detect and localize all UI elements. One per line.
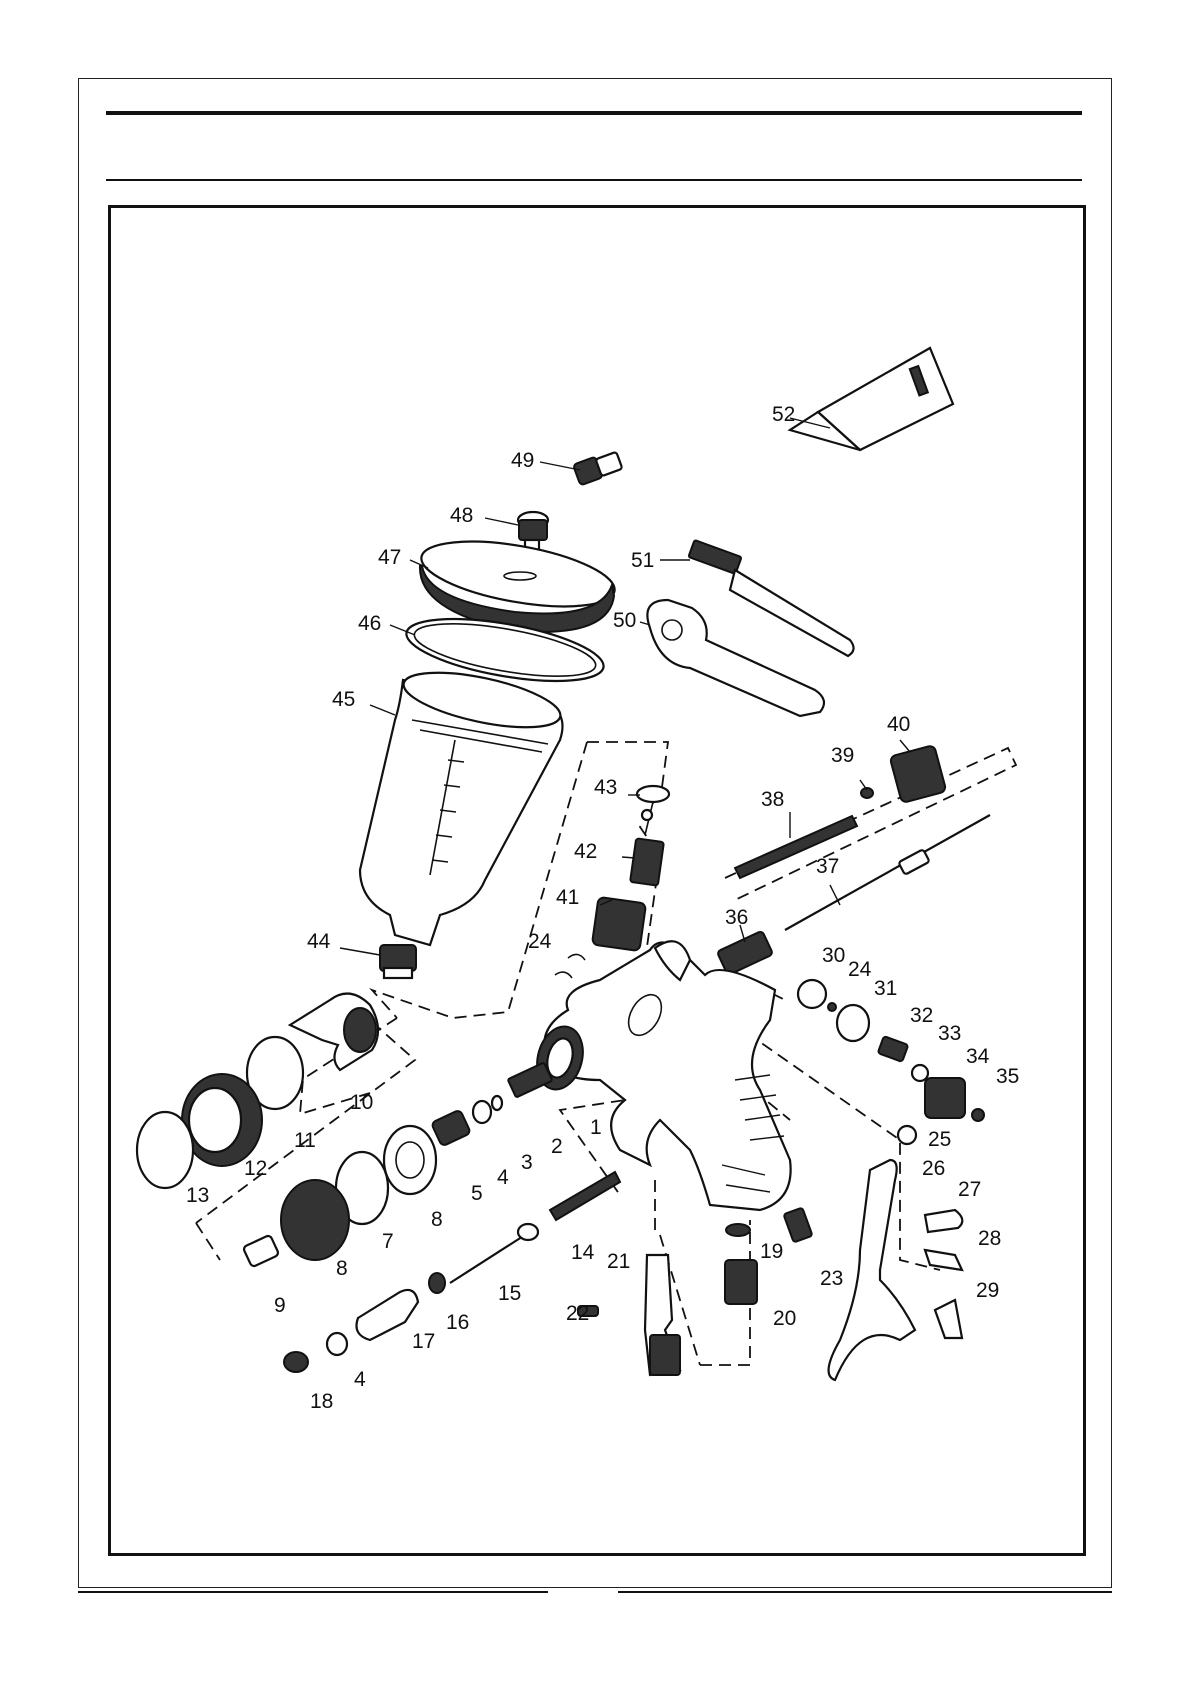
part-label-10: 10 [350,1091,373,1114]
retaining-clips-part-24 [555,954,585,978]
part-label-22: 22 [566,1302,589,1325]
part-label-31: 31 [874,977,897,1000]
lid-plug-part-48 [518,512,548,550]
part-label-3: 3 [521,1151,533,1174]
part-label-19: 19 [760,1240,783,1263]
cup-lid-part-47 [417,529,620,631]
part-label-40: 40 [887,713,910,736]
needle-packing-part-36 [717,931,773,976]
manual-booklet-part-52 [790,348,953,450]
part-label-47: 47 [378,546,401,569]
part-label-48: 48 [450,504,473,527]
part-label-27: 27 [958,1178,981,1201]
part-label-1: 1 [590,1116,602,1139]
part-label-32: 32 [910,1004,933,1027]
part-label-13: 13 [186,1184,209,1207]
part-label-5: 5 [471,1182,483,1205]
air-valve-parts-16-18 [284,1273,445,1372]
spreader-valve-part-9 [243,1235,279,1268]
part-label-26: 26 [922,1157,945,1180]
part-label-49: 49 [511,449,534,472]
needle-knob-part-40 [890,745,947,803]
part-label-4-2: 4 [354,1368,366,1391]
part-label-44: 44 [307,930,331,953]
part-label-7: 7 [382,1230,394,1253]
part-label-15: 15 [498,1282,521,1305]
part-label-38: 38 [761,788,784,811]
fluid-nozzle-parts-2-5 [431,1062,552,1146]
part-label-51: 51 [631,549,654,572]
part-label-18: 18 [310,1390,333,1413]
part-label-4: 4 [497,1166,509,1189]
part-label-33: 33 [938,1022,961,1045]
part-label-28: 28 [978,1227,1001,1250]
part-label-29: 29 [976,1279,999,1302]
paint-cup-part-45 [360,662,565,945]
pattern-control-parts-30-35 [798,980,984,1121]
part-label-36: 36 [725,906,748,929]
cleaning-brush-part-51 [688,540,853,656]
part-label-23: 23 [820,1267,843,1290]
part-label-43: 43 [594,776,617,799]
part-label-14: 14 [571,1241,595,1264]
part-label-16: 16 [446,1311,469,1334]
cup-connector-part-44 [380,945,416,978]
part-label-35: 35 [996,1065,1019,1088]
air-connector-part-49 [573,452,622,486]
part-label-42: 42 [574,840,597,863]
part-label-37: 37 [816,855,839,878]
part-label-17: 17 [412,1330,435,1353]
part-label-52: 52 [772,403,795,426]
part-label-24-2: 24 [848,958,872,981]
part-label-11: 11 [294,1129,316,1152]
part-label-9: 9 [274,1294,286,1317]
part-label-20: 20 [773,1307,796,1330]
gun-body-part-1 [530,941,790,1210]
part-label-41: 41 [556,886,579,909]
part-label-34: 34 [966,1045,990,1068]
part-label-12: 12 [244,1157,267,1180]
air-valve-stem-part-15 [450,1224,538,1283]
part-label-46: 46 [358,612,381,635]
part-label-24: 24 [528,930,552,953]
fluid-valve-parts-41-43 [592,786,669,951]
part-label-21: 21 [607,1250,630,1273]
part-label-8: 8 [431,1208,443,1231]
part-label-30: 30 [822,944,845,967]
part-label-2: 2 [551,1135,563,1158]
part-label-50: 50 [613,609,636,632]
part-label-25: 25 [928,1128,951,1151]
part-label-8-2: 8 [336,1257,348,1280]
needle-spring-part-14 [550,1172,620,1220]
part-label-45: 45 [332,688,355,711]
part-label-39: 39 [831,744,854,767]
